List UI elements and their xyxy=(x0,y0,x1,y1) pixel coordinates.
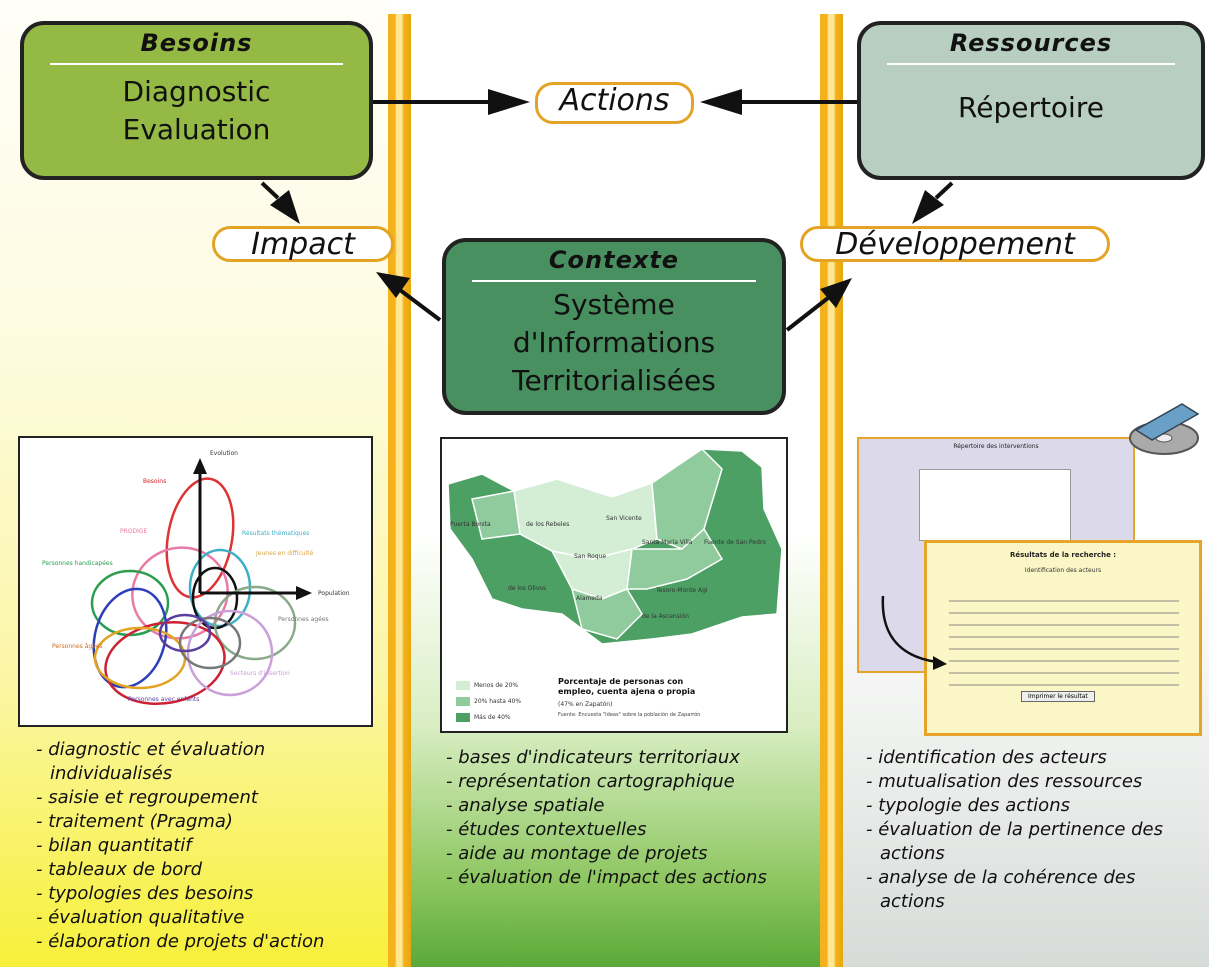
arrowhead-actions-left xyxy=(488,89,530,115)
map-district-label: Tesoro-Monte Agi xyxy=(656,587,708,594)
chart-loop-label: PRODIGE xyxy=(120,528,148,535)
chart-axis-y-label: Evolution xyxy=(210,450,238,457)
list-item: - évaluation de l'impact des actions xyxy=(446,867,767,888)
arrow-contexte-to-developpement xyxy=(785,296,830,332)
territorial-map: Puerta Bonita de los Rebeles San Vicente… xyxy=(440,437,788,733)
ressources-line-1: Répertoire xyxy=(958,91,1104,124)
list-item: - bilan quantitatif xyxy=(36,835,192,856)
list-item: - bases d'indicateurs territoriaux xyxy=(446,747,740,768)
besoins-title: Besoins xyxy=(140,29,253,57)
chart-loop-label: Personnes agées xyxy=(278,616,329,623)
contexte-box: Contexte Système d'Informations Territor… xyxy=(442,238,786,415)
list-item: - représentation cartographique xyxy=(446,771,735,792)
arrow-contexte-to-impact xyxy=(398,288,442,322)
map-caption-subtitle: (47% en Zapatón) xyxy=(558,701,613,708)
contexte-title-rule xyxy=(472,280,756,282)
map-district-label: San Vicente xyxy=(606,515,642,522)
directory-search-form xyxy=(919,469,1071,541)
chart-loop-label: Secteurs d'insertion xyxy=(230,670,290,677)
list-item: - traitement (Pragma) xyxy=(36,811,233,832)
arrowhead-actions-right xyxy=(700,89,742,115)
ressources-box: Ressources Répertoire xyxy=(857,21,1205,180)
directory-results-title: Résultats de la recherche : xyxy=(1009,551,1117,559)
list-item: - typologie des actions xyxy=(866,795,1070,816)
arrowhead-developpement-bottom xyxy=(820,278,852,308)
map-legend-label: Más de 40% xyxy=(474,714,511,721)
chart-loop-label: Personnes avec enfants xyxy=(128,696,200,703)
chart-loop-label: Personnes âgées xyxy=(52,643,103,650)
map-source: Fuente: Encuesta "Ideas" sobre la poblac… xyxy=(558,712,701,718)
besoins-typology-chart: Evolution Population Besoins PRODIGE Rés… xyxy=(18,436,373,727)
cd-disc-icon xyxy=(1129,403,1200,455)
arrow-besoins-to-impact xyxy=(260,181,280,200)
besoins-box: Besoins Diagnostic Evaluation xyxy=(20,21,373,180)
arrowhead-impact-top xyxy=(270,190,300,224)
list-item: - élaboration de projets d'action xyxy=(36,931,325,952)
developpement-pill: Développement xyxy=(800,226,1110,262)
map-legend-swatch xyxy=(456,697,470,706)
list-item: - typologies des besoins xyxy=(36,883,254,904)
directory-results-screenshot: Résultats de la recherche : Identificati… xyxy=(924,540,1202,736)
ressources-title-rule xyxy=(887,63,1175,65)
list-item: - évaluation qualitative xyxy=(36,907,245,928)
results-curved-arrow xyxy=(881,595,947,670)
arrowhead-developpement-top xyxy=(912,190,944,224)
map-legend-swatch xyxy=(456,713,470,722)
map-legend-swatch xyxy=(456,681,470,690)
map-district-label: Fuente de San Pedro xyxy=(704,539,766,546)
list-item: - analyse spatiale xyxy=(446,795,605,816)
ressources-feature-list: - identification des acteurs - mutualisa… xyxy=(866,746,1186,914)
list-item: - évaluation de la pertinence des action… xyxy=(866,819,1164,864)
map-district-label: de los Olivos xyxy=(508,585,547,592)
list-item: - mutualisation des ressources xyxy=(866,771,1143,792)
chart-axis-x-label: Population xyxy=(318,590,350,597)
map-legend-label: 20% hasta 40% xyxy=(474,698,522,705)
actions-pill: Actions xyxy=(535,82,694,124)
directory-search-title: Répertoire des interventions xyxy=(953,443,1039,450)
list-item: - analyse de la cohérence des actions xyxy=(866,867,1136,912)
besoins-line-1: Diagnostic xyxy=(122,75,271,108)
map-district-label: de los Rebeles xyxy=(526,521,570,528)
map-district-label: Santa María Villa xyxy=(642,539,693,546)
directory-print-button: Imprimer le résultat xyxy=(1021,691,1095,702)
directory-results-subtitle: Identification des acteurs xyxy=(1024,567,1102,574)
directory-results-rows xyxy=(949,600,1179,686)
contexte-title: Contexte xyxy=(548,246,680,274)
chart-loop-label: Résultats thématiques xyxy=(242,530,310,537)
contexte-line-3: Territorialisées xyxy=(512,364,716,397)
chart-loop-label: Personnes handicapées xyxy=(42,560,113,567)
contexte-line-2: d'Informations xyxy=(512,326,716,359)
map-legend-label: Menos de 20% xyxy=(474,682,519,689)
list-item: - diagnostic et évaluation individualisé… xyxy=(36,739,266,784)
list-item: - saisie et regroupement xyxy=(36,787,258,808)
chart-loop-label: Jeunes en difficulté xyxy=(256,550,314,557)
map-district-label: de la Ascensión xyxy=(642,613,689,620)
list-item: - aide au montage de projets xyxy=(446,843,708,864)
left-column-divider xyxy=(388,14,411,967)
impact-pill: Impact xyxy=(212,226,394,262)
contexte-line-1: Système xyxy=(553,288,675,321)
contexte-feature-list: - bases d'indicateurs territoriaux - rep… xyxy=(446,746,811,890)
besoins-line-2: Evaluation xyxy=(122,113,271,146)
map-district-label: San Roque xyxy=(574,553,607,560)
chart-loop-label: Besoins xyxy=(143,478,167,485)
ressources-title: Ressources xyxy=(949,29,1113,57)
map-caption-title: Porcentaje de personas con empleo, cuent… xyxy=(558,677,696,696)
map-district-label: Alameda xyxy=(576,595,603,602)
map-district-label: Puerta Bonita xyxy=(450,521,491,528)
list-item: - tableaux de bord xyxy=(36,859,203,880)
besoins-feature-list: - diagnostic et évaluation individualisé… xyxy=(36,738,381,954)
arrowhead-impact-bottom xyxy=(376,272,410,298)
list-item: - études contextuelles xyxy=(446,819,647,840)
arrow-ressources-to-developpement xyxy=(934,181,954,200)
list-item: - identification des acteurs xyxy=(866,747,1107,768)
besoins-title-rule xyxy=(50,63,343,65)
